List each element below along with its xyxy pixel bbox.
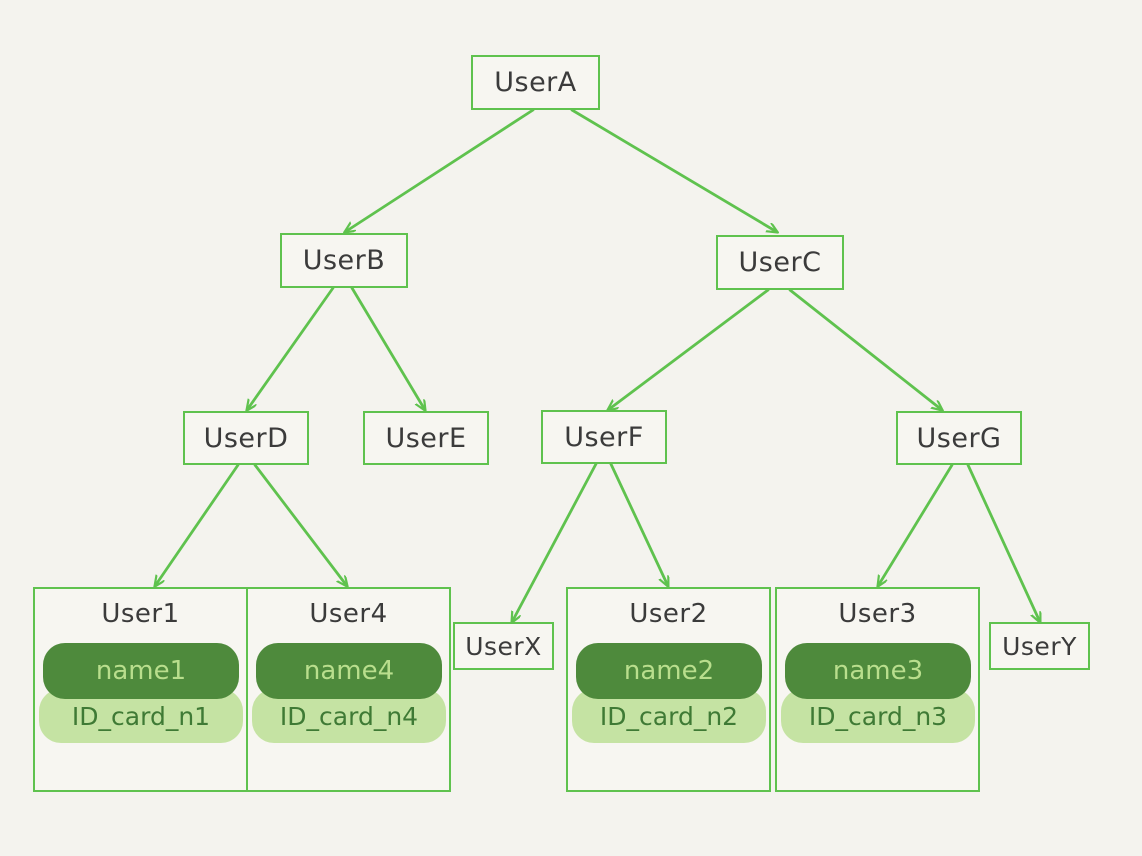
node-userX-label: UserX xyxy=(465,631,542,661)
card-user1-title: User1 xyxy=(101,599,180,629)
edge-userD-user1 xyxy=(155,463,240,586)
card-user2-title: User2 xyxy=(629,599,708,629)
edge-userC-userF xyxy=(608,288,770,410)
card-user1-name-pill[interactable]: name1 xyxy=(43,643,239,699)
card-user3-title: User3 xyxy=(838,599,917,629)
card-user3-fields: name3 ID_card_n3 xyxy=(777,643,978,790)
card-user4-name-label: name4 xyxy=(303,656,395,686)
edge-userB-userE xyxy=(350,286,425,410)
card-user2-id-label: ID_card_n2 xyxy=(599,701,739,731)
edge-userD-user4 xyxy=(253,463,347,586)
edge-userC-userG xyxy=(788,288,942,410)
edge-userA-userB xyxy=(345,108,535,232)
card-user4-title: User4 xyxy=(309,599,388,629)
card-user4-id-label: ID_card_n4 xyxy=(279,701,419,731)
card-user2-fields: name2 ID_card_n2 xyxy=(568,643,769,790)
card-user2-name-pill[interactable]: name2 xyxy=(576,643,762,699)
node-userY-label: UserY xyxy=(1002,631,1077,661)
card-user3-name-pill[interactable]: name3 xyxy=(785,643,971,699)
card-user3-id-label: ID_card_n3 xyxy=(808,701,948,731)
node-userE[interactable]: UserE xyxy=(363,411,489,465)
node-userF[interactable]: UserF xyxy=(541,410,667,464)
node-userF-label: UserF xyxy=(564,421,644,453)
node-userE-label: UserE xyxy=(385,422,467,454)
card-user4[interactable]: User4 name4 ID_card_n4 xyxy=(246,587,451,792)
card-user1[interactable]: User1 name1 ID_card_n1 xyxy=(33,587,248,792)
node-userC[interactable]: UserC xyxy=(716,235,844,290)
node-userA[interactable]: UserA xyxy=(471,55,600,110)
node-userY[interactable]: UserY xyxy=(989,622,1090,670)
node-userD[interactable]: UserD xyxy=(183,411,309,465)
card-user4-fields: name4 ID_card_n4 xyxy=(248,643,449,790)
node-userC-label: UserC xyxy=(738,247,822,278)
edge-userA-userC xyxy=(570,108,777,232)
node-userA-label: UserA xyxy=(494,67,577,98)
card-user2-name-label: name2 xyxy=(623,656,715,686)
card-user4-name-pill[interactable]: name4 xyxy=(256,643,442,699)
node-userB-label: UserB xyxy=(302,245,386,276)
card-user1-name-label: name1 xyxy=(95,656,187,686)
edge-userB-userD xyxy=(247,286,335,410)
node-userX[interactable]: UserX xyxy=(453,622,554,670)
node-userG-label: UserG xyxy=(916,422,1002,454)
card-user2[interactable]: User2 name2 ID_card_n2 xyxy=(566,587,771,792)
node-userG[interactable]: UserG xyxy=(896,411,1022,465)
card-user1-id-label: ID_card_n1 xyxy=(71,701,211,731)
edge-userF-user2 xyxy=(608,460,668,586)
node-userD-label: UserD xyxy=(203,422,289,454)
edge-userG-user3 xyxy=(878,463,954,586)
node-userB[interactable]: UserB xyxy=(280,233,408,288)
card-user3[interactable]: User3 name3 ID_card_n3 xyxy=(775,587,980,792)
card-user3-name-label: name3 xyxy=(832,656,924,686)
card-user1-fields: name1 ID_card_n1 xyxy=(35,643,246,790)
